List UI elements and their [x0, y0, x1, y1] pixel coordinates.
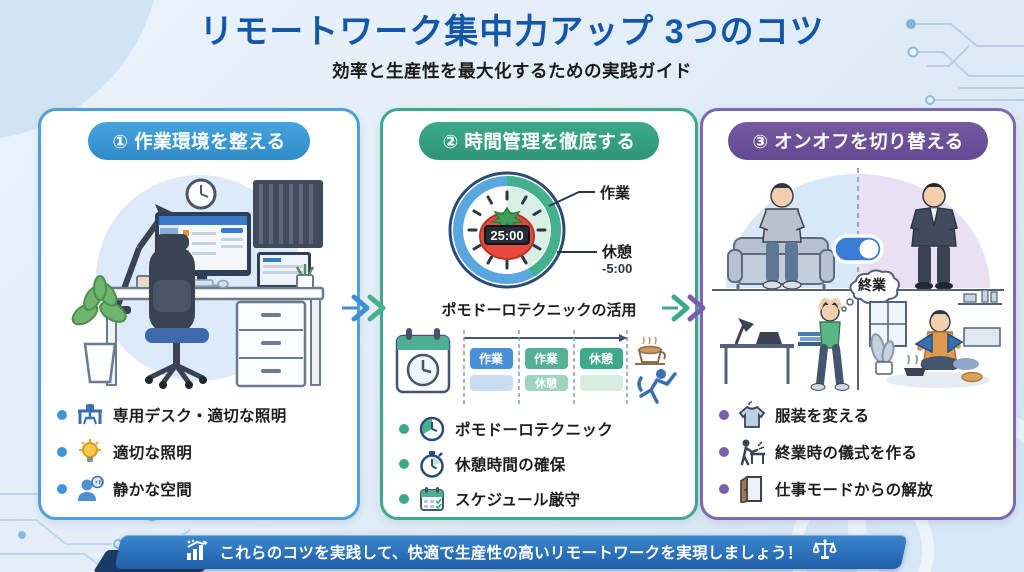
- onoff-bullet-list: 服装を変える 終業時の儀式を作る 仕事モードからの解放: [703, 401, 1013, 503]
- header: リモートワーク集中力アップ 3つのコツ 効率と生産性を最大化するための実践ガイド: [0, 12, 1024, 83]
- balance-scale-icon: [812, 538, 837, 566]
- bullet-label: 専用デスク・適切な照明: [113, 408, 287, 425]
- ritual-icon: [737, 438, 767, 466]
- coffee-cup-icon: [635, 336, 666, 365]
- card-workspace-header: ① 作業環境を整える: [88, 122, 310, 160]
- bullet-label: 服装を変える: [775, 408, 870, 425]
- clock-icon: [417, 415, 447, 443]
- list-item: 適切な照明: [57, 438, 347, 466]
- bullet-label: 終業時の儀式を作る: [775, 445, 918, 462]
- bubble-label: 終業: [858, 277, 887, 293]
- bullet-label: スケジュール厳守: [455, 492, 581, 509]
- pomodoro-timer-illustration: 25:00 作業 休憩 -5:00: [448, 171, 632, 289]
- chart-growth-icon: [185, 539, 209, 566]
- list-item: ポモドーロテクニック: [399, 415, 685, 443]
- list-item: スケジュール厳守: [399, 485, 685, 513]
- bullet-dot: [399, 424, 409, 434]
- footer-banner: これらのコツを実践して、快適で生産性の高いリモートワークを実現しましょう！: [114, 535, 908, 569]
- bullet-dot: [719, 410, 729, 420]
- bullet-label: 休憩時間の確保: [455, 457, 566, 474]
- bullet-dot: [719, 484, 729, 494]
- bullet-label: ポモドーロテクニック: [455, 422, 614, 439]
- card-time-management-header: ② 時間管理を徹底する: [418, 122, 660, 160]
- time-bullet-list: ポモドーロテクニック 休憩時間の確保 スケジュール厳守: [383, 415, 695, 513]
- footer-message: これらのコツを実践して、快適で生産性の高いリモートワークを実現しましょう！: [219, 545, 803, 562]
- schedule-block-2: 作業: [534, 351, 559, 366]
- timer-display: 25:00: [490, 228, 523, 243]
- flow-arrow-2: [662, 288, 716, 333]
- stopwatch-icon: [417, 450, 447, 478]
- speech-bubble: 終業: [841, 269, 900, 312]
- list-item: 休憩時間の確保: [399, 450, 685, 478]
- stretching-person-icon: [637, 369, 677, 404]
- list-item: 仕事モードからの解放: [719, 475, 1003, 503]
- quiet-space-icon: [75, 475, 105, 503]
- list-item: 服装を変える: [719, 401, 1003, 429]
- door-icon: [737, 475, 767, 503]
- list-item: 終業時の儀式を作る: [719, 438, 1003, 466]
- bullet-dot: [719, 447, 729, 457]
- timer-work-label: 作業: [600, 184, 631, 202]
- bullet-label: 静かな空間: [113, 482, 193, 499]
- list-item: 専用デスク・適切な照明: [57, 401, 347, 429]
- workspace-illustration: [71, 175, 325, 389]
- schedule-block-2b: 休憩: [534, 376, 557, 390]
- timer-break-label: 休憩: [601, 243, 632, 261]
- pomodoro-section-title: ポモドーロテクニックの活用: [441, 302, 637, 319]
- bullet-dot: [57, 447, 67, 457]
- schedule-illustration: 作業 作業 休憩 休憩: [395, 328, 677, 404]
- bullet-dot: [399, 494, 409, 504]
- list-item: 静かな空間: [57, 475, 347, 503]
- schedule-block-3: 休憩: [588, 351, 613, 366]
- card-time-management: ② 時間管理を徹底する 25:00 作業 休憩 -5:00: [380, 108, 698, 520]
- on-off-illustration: 終業: [712, 168, 1004, 391]
- bullet-dot: [57, 484, 67, 494]
- workspace-bullet-list: 専用デスク・適切な照明 適切な照明 静かな空間: [41, 401, 357, 503]
- flow-arrow-1: [342, 288, 396, 333]
- page-title: リモートワーク集中力アップ 3つのコツ: [199, 13, 825, 51]
- card-on-off-header: ③ オンオフを切り替える: [728, 122, 988, 160]
- desk-chair-icon: [75, 401, 105, 429]
- bullet-dot: [399, 459, 409, 469]
- bullet-label: 適切な照明: [113, 445, 193, 462]
- timer-break-time: -5:00: [602, 261, 632, 276]
- calendar-icon: [417, 485, 447, 513]
- bullet-label: 仕事モードからの解放: [775, 482, 934, 499]
- page-subtitle: 効率と生産性を最大化するための実践ガイド: [332, 60, 692, 81]
- lightbulb-icon: [75, 438, 105, 466]
- card-on-off: ③ オンオフを切り替える: [700, 108, 1016, 520]
- card-workspace: ① 作業環境を整える: [38, 108, 360, 520]
- schedule-block-1: 作業: [479, 351, 504, 366]
- shirt-icon: [737, 401, 767, 429]
- bullet-dot: [57, 410, 67, 420]
